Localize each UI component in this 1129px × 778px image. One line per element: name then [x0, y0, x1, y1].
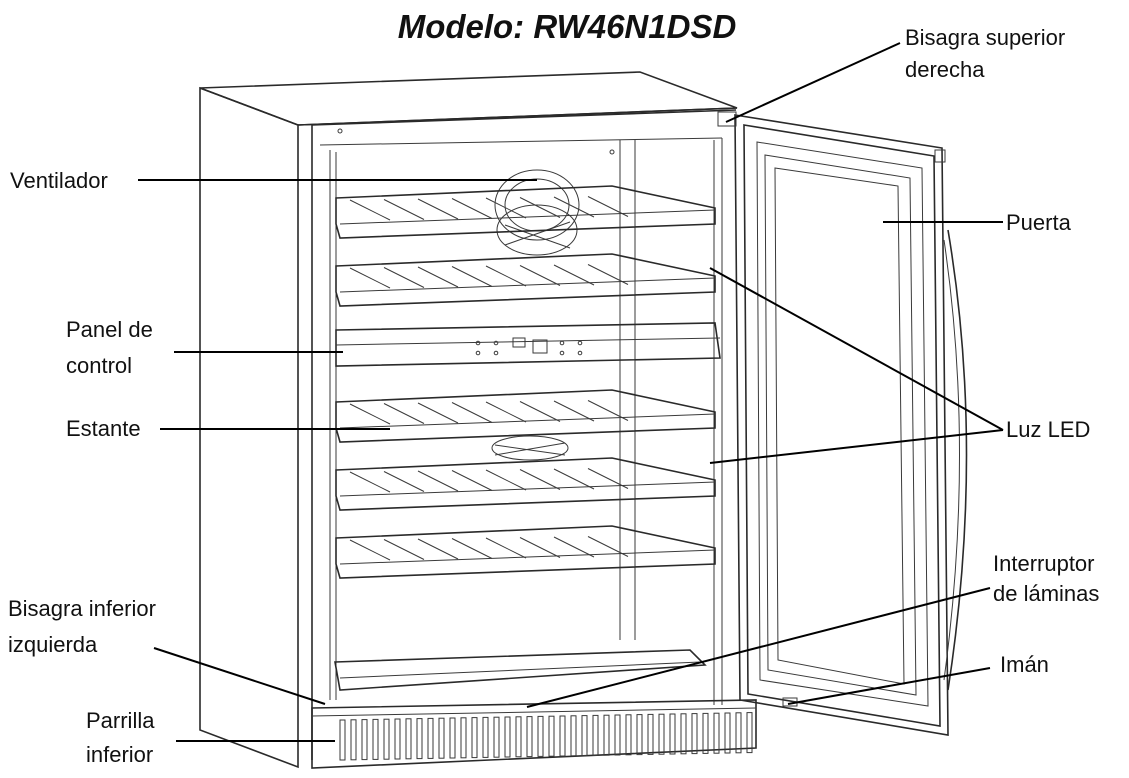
bottom-rack — [334, 649, 707, 691]
bottom-grille — [311, 699, 757, 769]
grille-slot — [581, 715, 588, 757]
grille-slot — [559, 715, 566, 757]
label-fan: Ventilador — [10, 168, 108, 193]
leader-magnet — [787, 667, 991, 705]
labels: Bisagra superior derecha Ventilador Puer… — [8, 25, 1099, 767]
grille-slot — [350, 719, 357, 761]
shelves — [335, 185, 716, 579]
grille-slot — [504, 716, 511, 758]
door — [717, 111, 968, 736]
label-grille-line2: inferior — [86, 742, 153, 767]
label-top-hinge-line1: Bisagra superior — [905, 25, 1065, 50]
label-reed-switch-line2: de láminas — [993, 581, 1099, 606]
grille-slot — [636, 714, 643, 756]
grille-slot — [405, 718, 412, 760]
grille-slot — [339, 719, 346, 761]
cabinet-side-panel — [199, 86, 299, 769]
grille-slot — [570, 715, 577, 757]
grille-slot — [493, 716, 500, 758]
label-magnet: Imán — [1000, 652, 1049, 677]
wine-shelf — [335, 185, 716, 239]
grille-slot — [372, 718, 379, 760]
wine-shelf — [335, 457, 716, 511]
cabinet-top-panel — [199, 71, 738, 126]
grille-slot — [438, 717, 445, 759]
leader-led-lower — [709, 429, 1004, 464]
fan-lower — [491, 435, 569, 461]
label-control-panel-line1: Panel de — [66, 317, 153, 342]
grille-slot — [592, 714, 599, 756]
grille-slot — [603, 714, 610, 756]
grille-slot — [680, 713, 687, 755]
leader-led-upper — [709, 267, 1004, 431]
label-door: Puerta — [1006, 210, 1072, 235]
leader-bottom-hinge — [153, 647, 326, 705]
grille-slot — [669, 713, 676, 755]
grille-slot — [691, 713, 698, 755]
grille-slot — [460, 717, 467, 759]
grille-slot — [548, 715, 555, 757]
label-grille-line1: Parrilla — [86, 708, 155, 733]
label-control-panel-line2: control — [66, 353, 132, 378]
grille-slot — [625, 714, 632, 756]
grille-slot — [427, 717, 434, 759]
wine-shelf — [335, 253, 716, 307]
grille-slot — [416, 718, 423, 760]
grille-slot — [361, 719, 368, 761]
wine-shelf — [335, 525, 716, 579]
grille-slot — [614, 714, 621, 756]
grille-slot — [515, 716, 522, 758]
grille-slot — [537, 715, 544, 757]
label-shelf: Estante — [66, 416, 141, 441]
label-bottom-hinge-line2: izquierda — [8, 632, 98, 657]
leader-reed-switch — [526, 587, 991, 708]
diagram-title: Modelo: RW46N1DSD — [398, 8, 737, 45]
leader-top-hinge — [725, 42, 901, 123]
grille-slot — [746, 712, 753, 754]
leader-lines — [138, 42, 1004, 742]
grille-slot — [647, 713, 654, 755]
label-led-light: Luz LED — [1006, 417, 1090, 442]
fan-top — [494, 169, 580, 256]
label-bottom-hinge-line1: Bisagra inferior — [8, 596, 156, 621]
grille-slot — [735, 712, 742, 754]
grille-slot — [724, 712, 731, 754]
grille-slot — [449, 717, 456, 759]
grille-slot — [394, 718, 401, 760]
grille-slot — [471, 717, 478, 759]
label-reed-switch-line1: Interruptor — [993, 551, 1095, 576]
cabinet — [199, 71, 738, 769]
grille-slot — [658, 713, 665, 755]
label-top-hinge-line2: derecha — [905, 57, 985, 82]
grille-slot — [713, 712, 720, 754]
wine-shelf — [335, 389, 716, 443]
grille-slot — [482, 716, 489, 758]
control-panel — [335, 322, 721, 367]
grille-slot — [702, 712, 709, 754]
grille-slot — [383, 718, 390, 760]
grille-slot — [526, 716, 533, 758]
